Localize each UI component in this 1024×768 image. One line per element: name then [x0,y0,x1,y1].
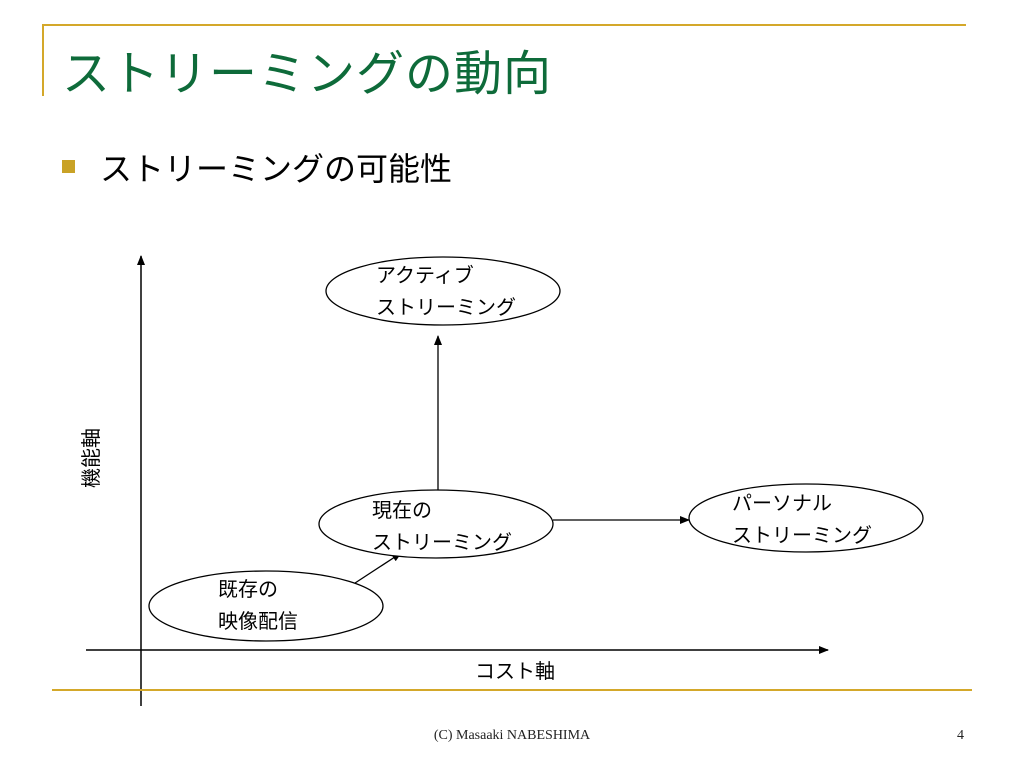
bullet-text: ストリーミングの可能性 [100,150,453,188]
title-bracket [42,24,966,96]
node-personal-line2: ストリーミング [732,523,872,547]
footer-copyright: (C) Masaaki NABESHIMA [433,728,591,743]
node-active-streaming: アクティブ ストリーミング [325,256,561,326]
page-number: 4 [957,728,964,743]
y-axis-label: 機能軸 [79,428,103,488]
node-current-line1: 現在の [372,498,432,522]
slide-title: ストリーミングの動向 [62,46,553,102]
node-existing-video: 既存の 映像配信 [148,570,384,642]
node-current-streaming: 現在の ストリーミング [318,489,554,559]
node-current-line2: ストリーミング [372,530,512,554]
x-axis-label: コスト軸 [475,659,555,683]
bullet-marker [62,160,75,173]
node-personal-streaming: パーソナル ストリーミング [688,483,924,553]
footer-rule [52,689,972,691]
node-active-line2: ストリーミング [376,295,516,319]
node-existing-line2: 映像配信 [218,609,298,633]
node-existing-line1: 既存の [218,577,278,601]
node-active-line1: アクティブ [376,263,474,287]
arrow-existing-to-current [351,552,402,586]
node-personal-line1: パーソナル [732,491,832,515]
